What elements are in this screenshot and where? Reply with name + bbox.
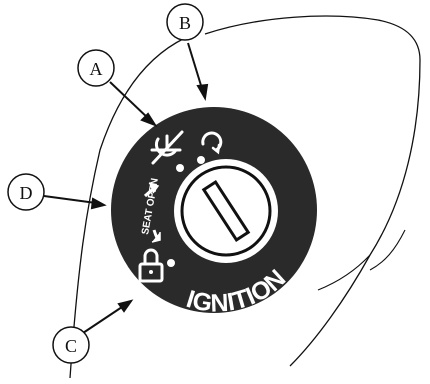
position-dot-b xyxy=(197,156,205,164)
callout-b-label: B xyxy=(179,13,191,33)
lock-icon xyxy=(138,248,164,283)
callout-d-arrowhead xyxy=(90,197,107,210)
seat-open-arrows-icon xyxy=(143,182,161,243)
callout-a-leader xyxy=(109,81,151,121)
engine-stop-icon xyxy=(150,130,184,165)
callout-a: A xyxy=(77,49,115,87)
panel-seam xyxy=(369,229,406,271)
position-dot-lock xyxy=(167,259,175,267)
position-dot-a xyxy=(176,164,184,172)
callout-c-leader xyxy=(82,304,126,334)
key-barrel-ring xyxy=(180,165,272,257)
callout-a-label: A xyxy=(90,59,103,79)
callout-c-label: C xyxy=(65,336,77,356)
callout-c: C xyxy=(52,326,90,364)
inner-panel-seam xyxy=(317,254,371,291)
callout-b-arrowhead xyxy=(196,83,209,101)
callout-c-arrowhead xyxy=(117,299,134,313)
callout-d-label: D xyxy=(20,183,33,203)
body-panel-outline xyxy=(69,15,421,379)
callout-a-arrowhead xyxy=(140,112,158,128)
key-slot-icon xyxy=(201,179,251,243)
callout-d: D xyxy=(7,173,45,211)
callout-b-leader xyxy=(187,42,204,93)
callout-d-leader xyxy=(43,195,97,204)
callout-b: B xyxy=(166,3,204,41)
ignition-on-icon xyxy=(201,131,223,155)
